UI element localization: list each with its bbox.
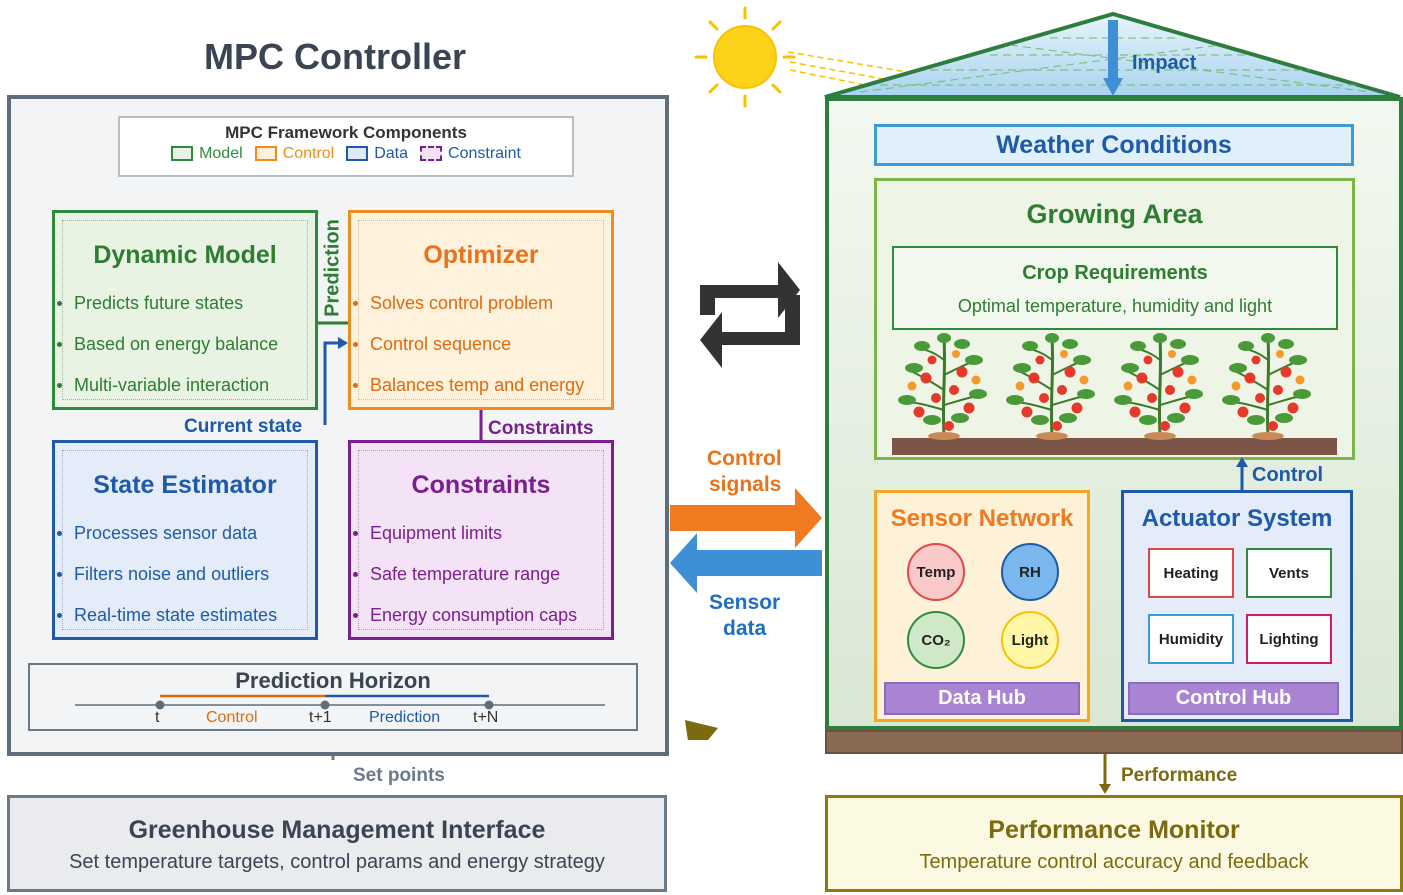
bullet-dot [353, 572, 358, 577]
bullet-dot [353, 342, 358, 347]
control-signals-label-1: Control [707, 447, 782, 470]
set-points-label: Set points [353, 765, 445, 786]
middle-arrows [670, 262, 822, 740]
humidity-actuator: Humidity [1148, 614, 1234, 664]
control-signals-arrow [670, 488, 822, 548]
cycle-icon [700, 262, 800, 368]
current-state-label: Current state [184, 416, 303, 437]
horizon-prediction: Prediction [369, 709, 441, 726]
state-estimator-item: Real-time state estimates [57, 605, 277, 626]
legend-title: MPC Framework Components [225, 123, 467, 142]
performance-monitor: Performance Monitor Temperature control … [825, 795, 1403, 892]
performance-arrow [1099, 754, 1111, 794]
feedback-arrow [685, 720, 718, 740]
horizon-t: t [155, 709, 160, 726]
control-signals-label-2: signals [709, 473, 782, 496]
greenhouse-management-interface: Greenhouse Management Interface Set temp… [7, 795, 667, 892]
crop-requirements: Crop Requirements Optimal temperature, h… [892, 246, 1338, 330]
control-label: Control [1252, 464, 1324, 486]
legend: MPC Framework Components Model Control D… [118, 116, 574, 177]
bullet-dot [57, 342, 62, 347]
dynamic-model-item: Multi-variable interaction [57, 375, 269, 396]
state-estimator-item: Processes sensor data [57, 523, 257, 544]
state-estimator-title: State Estimator [93, 471, 277, 499]
legend-item-model: Model [171, 145, 243, 163]
light-sensor: Light [1001, 611, 1059, 669]
prediction-horizon-title: Prediction Horizon [235, 668, 431, 693]
vents-actuator: Vents [1246, 548, 1332, 598]
dynamic-model-item: Based on energy balance [57, 334, 278, 355]
legend-item-data: Data [346, 145, 408, 163]
performance-label: Performance [1121, 765, 1238, 786]
constraints-item: Energy consumption caps [353, 605, 577, 626]
bullet-dot [57, 531, 62, 536]
optimizer-item: Balances temp and energy [353, 375, 584, 396]
bullet-dot [353, 531, 358, 536]
sensor-network-title: Sensor Network [890, 505, 1074, 532]
perf-subtitle: Temperature control accuracy and feedbac… [919, 851, 1309, 873]
sensor-data-label-2: data [723, 617, 767, 640]
legend-item-control: Control [254, 145, 334, 163]
actuator-system: Actuator System Heating Vents Humidity L… [1121, 490, 1353, 722]
sensor-data-arrow [670, 533, 822, 593]
gmi-title: Greenhouse Management Interface [128, 816, 546, 844]
legend-item-constraint: Constraint [420, 145, 521, 163]
optimizer-item: Solves control problem [353, 293, 553, 314]
crop-requirements-desc: Optimal temperature, humidity and light [957, 296, 1273, 316]
growing-area: Growing Area Crop Requirements Optimal t… [874, 178, 1355, 460]
greenhouse-floor [825, 730, 1403, 754]
control-hub: Control Hub [1128, 682, 1339, 715]
mpc-connectors [318, 321, 483, 760]
mpc-frame [7, 95, 669, 756]
horizon-timeline [75, 694, 605, 710]
bullet-dot [353, 383, 358, 388]
dynamic-model-title: Dynamic Model [93, 241, 277, 269]
optimizer-item: Control sequence [353, 334, 511, 355]
heating-actuator: Heating [1148, 548, 1234, 598]
bullet-dot [353, 613, 358, 618]
dynamic-model-item: Predicts future states [57, 293, 243, 314]
data-hub: Data Hub [884, 682, 1080, 715]
dynamic-model-card: Dynamic Model Predicts future states Bas… [52, 210, 318, 410]
crop-requirements-title: Crop Requirements [1022, 262, 1208, 284]
constraints-link-label: Constraints [488, 418, 594, 439]
horizon-tn: t+N [473, 709, 499, 726]
state-estimator-item: Filters noise and outliers [57, 564, 269, 585]
constraints-item: Equipment limits [353, 523, 502, 544]
growing-area-title: Growing Area [1026, 199, 1203, 229]
perf-title: Performance Monitor [988, 816, 1240, 844]
co2-sensor: CO₂ [907, 611, 965, 669]
bullet-dot [57, 572, 62, 577]
prediction-horizon: Prediction Horizon [28, 663, 638, 731]
optimizer-card: Optimizer Solves control problem Control… [348, 210, 614, 410]
bullet-dot [353, 301, 358, 306]
constraints-title: Constraints [411, 471, 551, 499]
horizon-control: Control [206, 709, 258, 726]
state-estimator-card: State Estimator Processes sensor data Fi… [52, 440, 318, 640]
constraints-card: Constraints Equipment limits Safe temper… [348, 440, 614, 640]
weather-conditions: Weather Conditions [874, 124, 1354, 166]
bullet-dot [57, 613, 62, 618]
actuator-system-title: Actuator System [1141, 505, 1333, 532]
optimizer-title: Optimizer [423, 241, 539, 269]
temp-sensor: Temp [907, 543, 965, 601]
bullet-dot [57, 383, 62, 388]
impact-label: Impact [1132, 52, 1197, 74]
gmi-subtitle: Set temperature targets, control params … [69, 851, 605, 873]
bullet-dot [57, 301, 62, 306]
plants [892, 331, 1337, 455]
greenhouse-roof [694, 6, 1401, 110]
constraints-item: Safe temperature range [353, 564, 560, 585]
sensor-data-label-1: Sensor [709, 591, 781, 614]
control-arrow [1236, 457, 1248, 491]
lighting-actuator: Lighting [1246, 614, 1332, 664]
sensor-network: Sensor Network Temp RH CO₂ Light Data Hu… [874, 490, 1090, 722]
rh-sensor: RH [1001, 543, 1059, 601]
mpc-title: MPC Controller [203, 36, 466, 77]
horizon-t1: t+1 [309, 709, 332, 726]
feedback-label: Feedback [716, 729, 798, 802]
